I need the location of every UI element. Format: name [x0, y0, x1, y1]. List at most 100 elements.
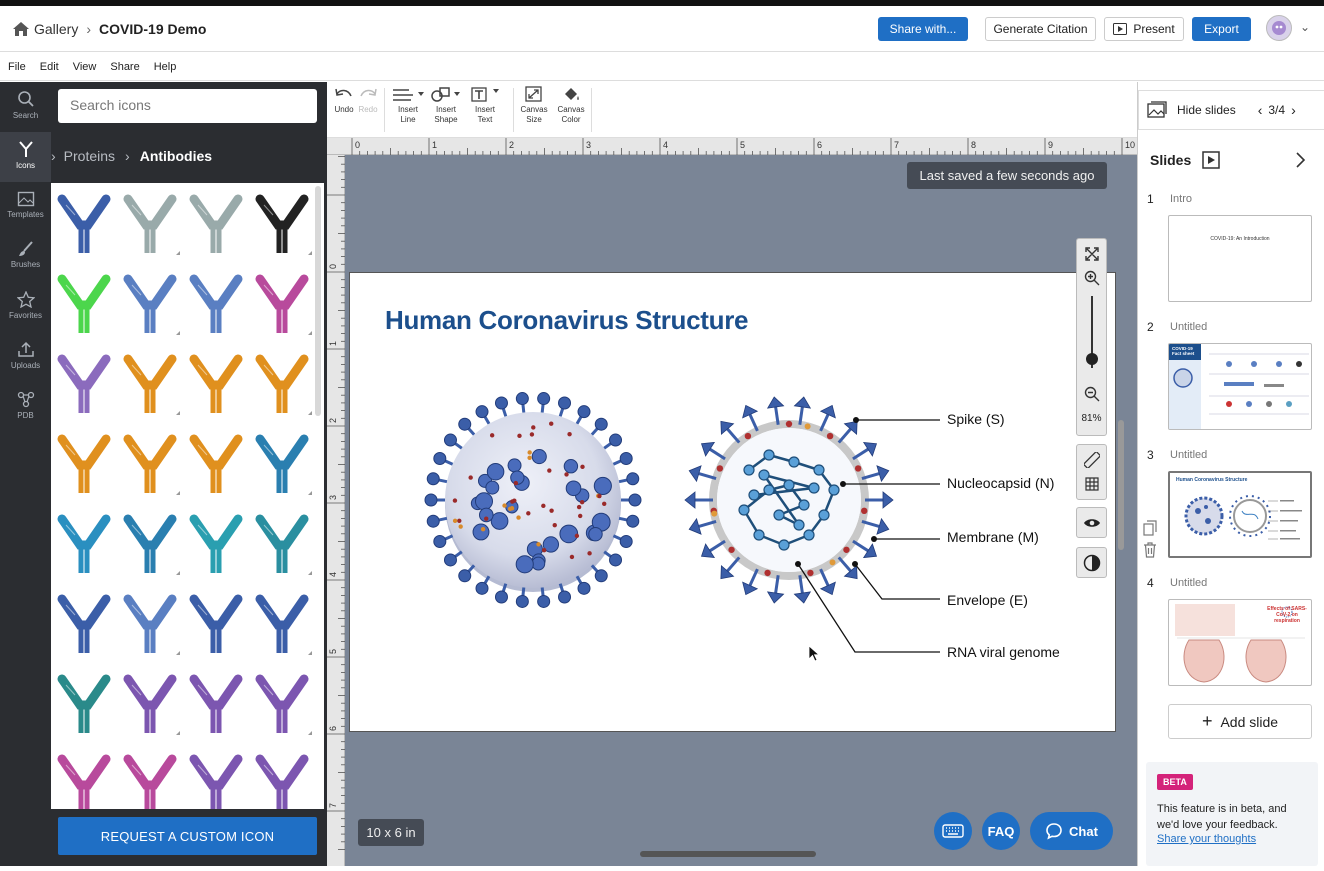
menu-help[interactable]: Help: [153, 60, 177, 73]
canvas-size-button[interactable]: Canvas Size: [515, 86, 553, 125]
slide-thumbnail-3[interactable]: Human Coronavirus Structure: [1168, 471, 1312, 558]
export-button[interactable]: Export: [1192, 17, 1251, 41]
antibody-icon[interactable]: [189, 754, 243, 809]
home-icon[interactable]: [12, 21, 30, 37]
hide-slides-label[interactable]: Hide slides: [1177, 103, 1236, 117]
rail-templates[interactable]: Templates: [0, 191, 51, 219]
collapse-panel-icon[interactable]: [1294, 151, 1306, 169]
share-button[interactable]: Share with...: [878, 17, 968, 41]
menu-view[interactable]: View: [72, 60, 97, 73]
antibody-icon[interactable]: [123, 354, 180, 415]
keyboard-shortcuts-button[interactable]: [934, 812, 972, 850]
chevron-down-icon[interactable]: ⌄: [1300, 20, 1311, 34]
menu-edit[interactable]: Edit: [39, 60, 59, 73]
antibody-icon[interactable]: [57, 674, 111, 733]
slide-thumbnail-2[interactable]: COVID-19 Fact sheet: [1168, 343, 1312, 430]
share-thoughts-link[interactable]: Share your thoughts: [1157, 833, 1257, 845]
antibody-icon[interactable]: [123, 434, 180, 495]
slide-name[interactable]: Untitled: [1170, 449, 1208, 461]
antibody-icon[interactable]: [57, 354, 111, 413]
antibody-icon[interactable]: [123, 194, 180, 255]
icon-grid-scrollbar[interactable]: [315, 186, 321, 416]
antibody-icon[interactable]: [189, 274, 243, 333]
antibody-icon[interactable]: [189, 674, 243, 733]
duplicate-icon[interactable]: [1143, 520, 1157, 536]
antibody-icon[interactable]: [189, 194, 243, 253]
antibody-icon[interactable]: [255, 594, 312, 655]
undo-button[interactable]: Undo: [332, 86, 356, 115]
menu-share[interactable]: Share: [110, 60, 140, 73]
zoom-out-icon[interactable]: [1084, 386, 1100, 402]
add-slide-button[interactable]: + Add slide: [1168, 704, 1312, 739]
breadcrumb-gallery[interactable]: Gallery: [34, 20, 79, 37]
present-button[interactable]: Present: [1104, 17, 1184, 41]
antibody-icon[interactable]: [189, 594, 243, 653]
chevron-right-icon[interactable]: ›: [1291, 102, 1296, 118]
zoom-slider-handle[interactable]: [1086, 353, 1098, 365]
antibody-icon[interactable]: [189, 514, 243, 573]
antibody-icon[interactable]: [255, 434, 312, 495]
crumb-proteins[interactable]: Proteins: [63, 148, 116, 164]
antibody-icon[interactable]: [123, 674, 180, 735]
coronavirus-illustration[interactable]: [350, 273, 1115, 731]
fit-screen-icon[interactable]: [1084, 246, 1100, 262]
zoom-in-icon[interactable]: [1084, 270, 1100, 286]
grid-icon[interactable]: [1084, 476, 1100, 492]
insert-line-button[interactable]: Insert Line: [389, 86, 427, 125]
antibody-icon[interactable]: [57, 594, 111, 653]
label-envelope[interactable]: Envelope (E): [947, 592, 1028, 608]
label-nucleocapsid[interactable]: Nucleocapsid (N): [947, 475, 1055, 491]
slide-canvas[interactable]: Human Coronavirus Structure Spike (S) N: [349, 272, 1116, 732]
chat-button[interactable]: Chat: [1030, 812, 1113, 850]
virus-particle-3d[interactable]: [424, 392, 642, 608]
antibody-icon[interactable]: [123, 594, 180, 655]
document-title[interactable]: COVID-19 Demo: [99, 20, 207, 37]
search-icons-input[interactable]: Search icons: [58, 89, 317, 123]
contrast-toggle[interactable]: [1076, 547, 1107, 578]
rail-search[interactable]: Search: [0, 90, 51, 120]
play-slideshow-icon[interactable]: [1202, 151, 1220, 169]
slide-name[interactable]: Intro: [1170, 193, 1193, 205]
canvas-color-button[interactable]: Canvas Color: [552, 86, 590, 125]
antibody-icon[interactable]: [57, 194, 111, 253]
antibody-icon[interactable]: [57, 434, 111, 493]
slide-name[interactable]: Untitled: [1170, 321, 1208, 333]
canvas-vertical-scrollbar[interactable]: [1118, 420, 1124, 550]
trash-icon[interactable]: [1143, 542, 1157, 558]
label-membrane[interactable]: Membrane (M): [947, 529, 1039, 545]
visibility-toggle[interactable]: [1076, 507, 1107, 538]
rail-icons[interactable]: Icons: [0, 140, 51, 170]
canvas-horizontal-scrollbar[interactable]: [640, 851, 816, 857]
antibody-icon[interactable]: [189, 354, 243, 413]
insert-text-button[interactable]: Insert Text: [466, 86, 504, 125]
rail-favorites[interactable]: Favorites: [0, 291, 51, 320]
ruler-icon[interactable]: [1083, 452, 1100, 468]
rail-pdb[interactable]: PDB: [0, 391, 51, 420]
antibody-icon[interactable]: [255, 354, 312, 415]
zoom-slider-track[interactable]: [1091, 296, 1093, 368]
rail-uploads[interactable]: Uploads: [0, 341, 51, 370]
antibody-icon[interactable]: [255, 674, 312, 735]
generate-citation-button[interactable]: Generate Citation: [985, 17, 1096, 41]
antibody-icon[interactable]: [255, 514, 312, 575]
slides-image-icon[interactable]: [1147, 101, 1167, 119]
rail-brushes[interactable]: Brushes: [0, 241, 51, 269]
antibody-icon[interactable]: [57, 274, 111, 333]
antibody-icon[interactable]: [123, 274, 180, 335]
faq-button[interactable]: FAQ: [982, 812, 1020, 850]
label-rna[interactable]: RNA viral genome: [947, 644, 1060, 660]
slide-name[interactable]: Untitled: [1170, 577, 1208, 589]
antibody-icon[interactable]: [57, 514, 111, 573]
menu-file[interactable]: File: [8, 60, 26, 73]
avatar[interactable]: [1266, 15, 1292, 41]
antibody-icon[interactable]: [123, 514, 180, 575]
antibody-icon[interactable]: [255, 274, 312, 335]
insert-shape-button[interactable]: Insert Shape: [427, 86, 465, 125]
antibody-icon[interactable]: [123, 754, 180, 809]
antibody-icon[interactable]: [255, 754, 312, 809]
virus-cross-section[interactable]: [684, 396, 894, 604]
slide-thumbnail-1[interactable]: COVID-19: An Introduction: [1168, 215, 1312, 302]
label-spike[interactable]: Spike (S): [947, 411, 1005, 427]
antibody-icon[interactable]: [57, 754, 111, 809]
antibody-icon[interactable]: [189, 434, 243, 493]
